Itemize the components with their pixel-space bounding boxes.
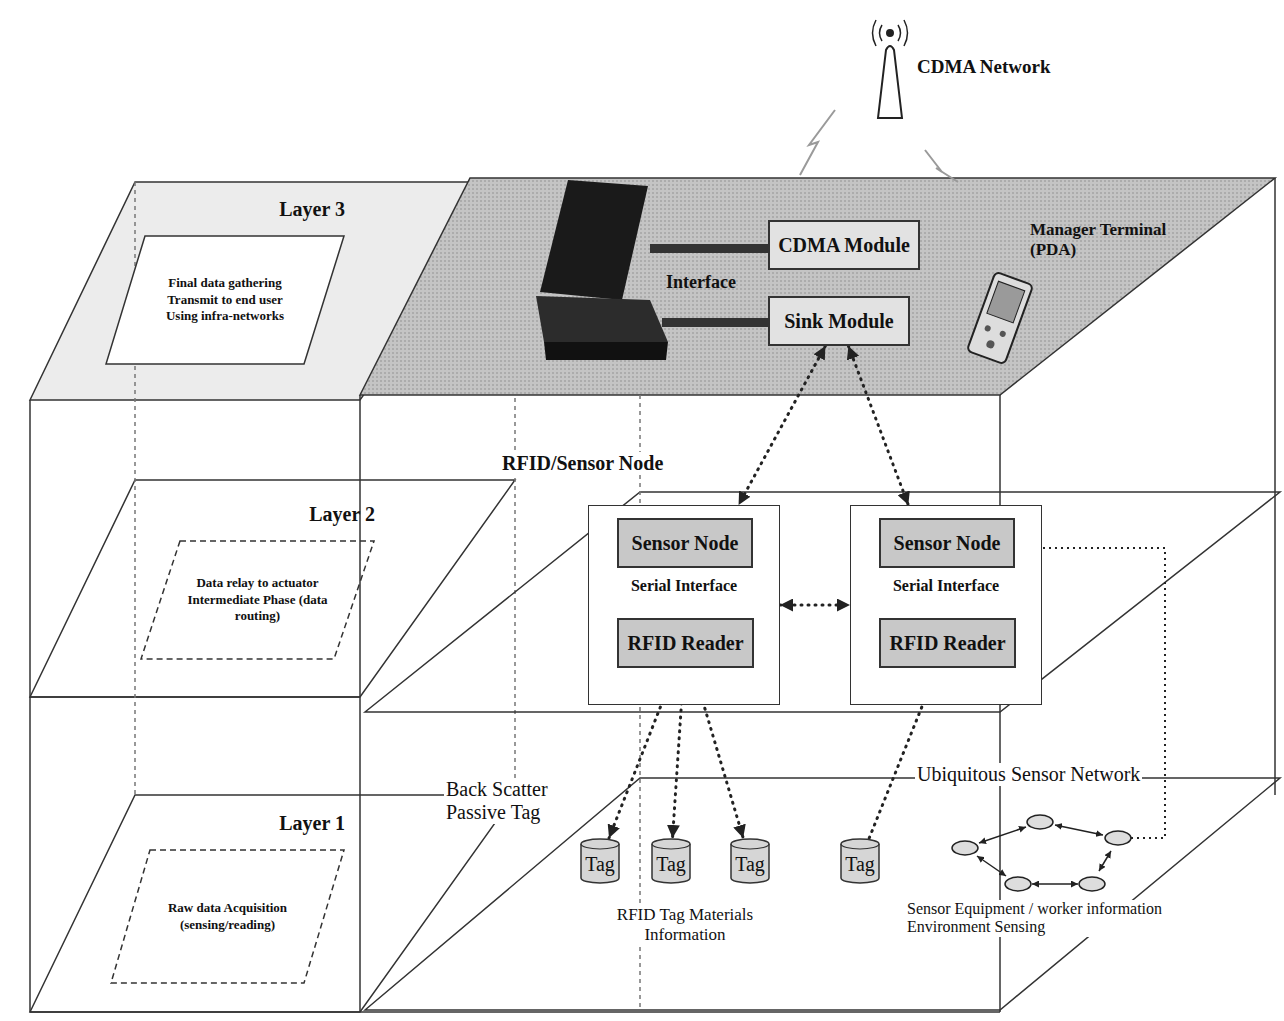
box-text: CDMA Module <box>778 234 910 257</box>
dotted-link <box>780 604 850 607</box>
layer-parallelogram: Raw data Acquisition (sensing/reading) <box>110 849 345 984</box>
sensor-mote <box>1105 831 1131 845</box>
box-edge <box>359 395 361 1012</box>
cylinder-rim <box>652 844 690 849</box>
dotted-link <box>739 346 826 505</box>
rfid-tag: Tag <box>580 838 620 884</box>
parallelogram <box>141 541 374 659</box>
radio-link <box>800 110 958 182</box>
sensor-link <box>1032 883 1078 885</box>
lightning <box>800 110 835 175</box>
sensor-mote <box>1027 815 1053 829</box>
cylinder-body <box>581 839 619 883</box>
interface-label: Interface <box>664 272 738 293</box>
sensor-link <box>1055 825 1103 835</box>
sensor-node-box: Sensor Node <box>879 518 1015 568</box>
layer-plane <box>30 480 515 697</box>
box-edge <box>29 400 31 1012</box>
layer-panel: Layer 2 Data relay to actuator Intermedia… <box>140 503 375 660</box>
box-text: Sensor Node <box>894 532 1001 555</box>
layer-heading: Layer 3 <box>105 198 345 221</box>
rfid-tag: Tag <box>730 838 770 884</box>
tag-type-label: Back Scatter Passive Tag <box>444 778 574 824</box>
sensor-mote <box>1079 877 1105 891</box>
tag-text: Tag <box>585 853 615 875</box>
antenna-tip <box>887 30 893 36</box>
sensor-link <box>1099 851 1111 871</box>
top-plane <box>360 178 1275 395</box>
pda <box>967 272 1033 365</box>
box-edge <box>1274 178 1276 795</box>
cylinder-body <box>731 839 769 883</box>
laptop-screen <box>540 180 648 300</box>
box-text: RFID Reader <box>627 632 743 655</box>
rfid-sensor-node: Serial Interface Sensor NodeRFID Reader <box>588 505 780 705</box>
cylinder-body <box>841 839 879 883</box>
interface-bus <box>662 318 768 327</box>
pda-button <box>999 330 1007 338</box>
parallelogram <box>111 850 344 983</box>
sensor-caption: Sensor Equipment / worker information En… <box>905 900 1195 937</box>
rfid-reader-box: RFID Reader <box>879 618 1016 668</box>
cylinder-body <box>652 839 690 883</box>
sensor-link <box>977 856 1006 876</box>
layer-heading: Layer 2 <box>140 503 375 526</box>
box-text: Sink Module <box>784 310 893 333</box>
antenna-mast <box>878 46 902 118</box>
interface-bus <box>650 244 768 253</box>
layer-plane <box>365 778 1280 1010</box>
lightning <box>925 150 958 182</box>
sensor-mote <box>952 841 978 855</box>
layer-parallelogram: Data relay to actuator Intermediate Phas… <box>140 540 375 660</box>
group-label: RFID/Sensor Node <box>500 452 665 475</box>
layer-description: Raw data Acquisition (sensing/reading) <box>110 896 345 938</box>
layer-description: Final data gathering Transmit to end use… <box>105 271 345 330</box>
layer-panel: Layer 1 Raw data Acquisition (sensing/rea… <box>110 812 345 984</box>
sensor-mote <box>1005 877 1031 891</box>
laptop-base <box>544 342 668 360</box>
rfid-sensor-node: Serial Interface Sensor NodeRFID Reader <box>850 505 1042 705</box>
tag-caption: RFID Tag Materials Information <box>590 905 780 944</box>
layer-description: Data relay to actuator Intermediate Phas… <box>140 571 375 630</box>
parallelogram <box>106 236 344 364</box>
cylinder-rim <box>581 844 619 849</box>
laptop-keyboard <box>536 296 668 342</box>
tag-text: Tag <box>845 853 875 875</box>
network-label: CDMA Network <box>915 56 1053 78</box>
cylinder-rim <box>841 844 879 849</box>
layer-parallelogram: Final data gathering Transmit to end use… <box>105 235 345 365</box>
rfid-reader-box: RFID Reader <box>617 618 754 668</box>
network-label: Ubiquitous Sensor Network <box>915 763 1142 786</box>
pda-body <box>967 272 1033 365</box>
terminal-label: Manager Terminal (PDA) <box>1028 220 1200 259</box>
pda-screen <box>987 281 1025 323</box>
antenna <box>873 20 908 118</box>
interface-text: Serial Interface <box>589 576 779 596</box>
layer-plane <box>365 492 1280 712</box>
tag-text: Tag <box>735 853 765 875</box>
dotted-link <box>848 346 908 505</box>
cylinder-rim <box>731 844 769 849</box>
pda-button <box>985 339 995 349</box>
module-box: Sink Module <box>768 296 910 346</box>
tag-text: Tag <box>656 853 686 875</box>
right-layer-box <box>360 178 1280 1012</box>
layer-plane <box>30 795 515 1012</box>
module-box: CDMA Module <box>768 220 920 270</box>
radio-waves <box>873 20 908 46</box>
layer-panel: Layer 3 Final data gathering Transmit to … <box>105 198 345 365</box>
interface-text: Serial Interface <box>851 576 1041 596</box>
sensor-node-box: Sensor Node <box>617 518 753 568</box>
box-text: RFID Reader <box>889 632 1005 655</box>
box-text: Sensor Node <box>632 532 739 555</box>
layer-heading: Layer 1 <box>110 812 345 835</box>
laptop <box>536 180 668 360</box>
box-edge <box>360 1011 1000 1013</box>
sensor-link <box>979 827 1026 843</box>
rfid-tag: Tag <box>840 838 880 884</box>
pda-button <box>984 325 992 333</box>
rfid-tag: Tag <box>651 838 691 884</box>
